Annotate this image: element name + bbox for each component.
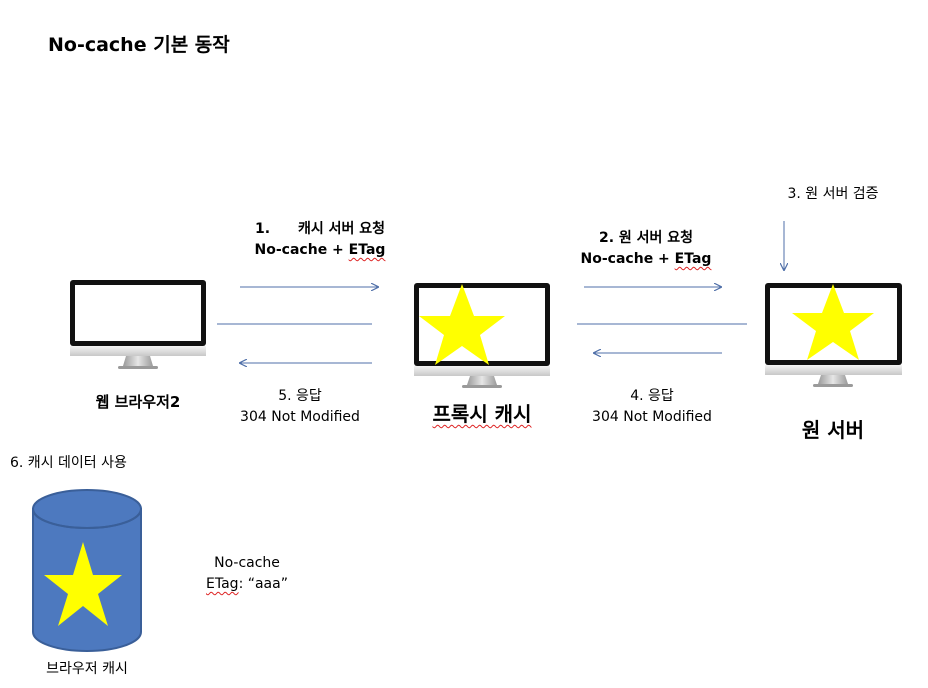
proxy-monitor-icon <box>414 283 550 388</box>
step2-etag: ETag <box>674 251 712 267</box>
step1-text: 캐시 서버 요청 <box>298 221 386 237</box>
proxy-name: 프록시 캐시 <box>432 402 532 426</box>
step5-label: 5. 응답 304 Not Modified <box>220 386 380 428</box>
step2-label: 2. 원 서버 요청 No-cache + ETag <box>566 228 726 270</box>
cache-info-etag-value: : “aaa” <box>238 576 288 592</box>
cache-info-line1: No-cache <box>214 555 280 571</box>
step1-label: 1. 캐시 서버 요청 No-cache + ETag <box>240 219 400 261</box>
step1-header-prefix: No-cache + <box>254 242 349 258</box>
step1-number: 1. <box>254 221 271 237</box>
browser-cache-label: 브라우저 캐시 <box>46 661 128 677</box>
step4-text: 4. 응답 <box>630 388 674 404</box>
browser-name: 웹 브라우저2 <box>95 393 181 411</box>
step5-status: 304 Not Modified <box>240 409 360 425</box>
step4-label: 4. 응답 304 Not Modified <box>572 386 732 428</box>
step2-text: 2. 원 서버 요청 <box>598 230 694 246</box>
step4-status: 304 Not Modified <box>592 409 712 425</box>
cache-star-icon <box>44 542 122 626</box>
cache-info-etag: ETag <box>206 576 239 592</box>
browser-monitor-icon <box>70 280 206 369</box>
origin-star-icon <box>792 284 874 360</box>
step5-text: 5. 응답 <box>278 388 322 404</box>
step6-label: 6. 캐시 데이터 사용 <box>10 455 127 471</box>
step3-label: 3. 원 서버 검증 <box>787 186 879 202</box>
cache-info: No-cache ETag: “aaa” <box>187 553 307 595</box>
origin-name: 원 서버 <box>801 418 865 442</box>
step1-etag: ETag <box>348 242 386 258</box>
step2-header-prefix: No-cache + <box>580 251 675 267</box>
proxy-star-icon <box>419 284 505 365</box>
diagram-title: No-cache 기본 동작 <box>48 34 230 56</box>
